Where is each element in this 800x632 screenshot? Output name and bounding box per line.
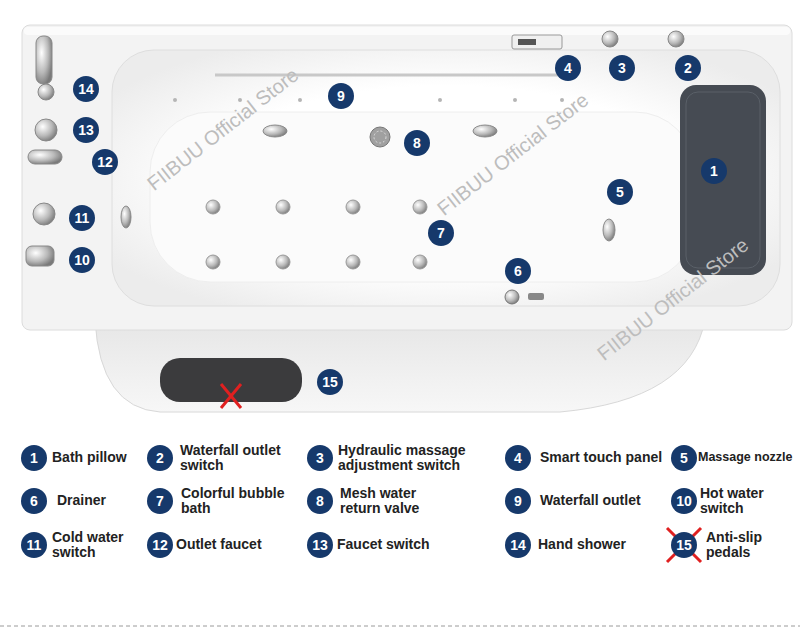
- part-name: Outlet faucet: [176, 537, 301, 552]
- callout-number: 12: [92, 149, 118, 175]
- legend-number: 6: [21, 488, 47, 514]
- callout-text: 4: [564, 61, 572, 75]
- callout-number: 14: [73, 76, 99, 102]
- callout-text: 1: [30, 451, 38, 465]
- callout-number: 1: [701, 158, 727, 184]
- callout-text: 6: [30, 494, 38, 508]
- legend-number: 12: [147, 532, 173, 558]
- part-name: Faucet switch: [337, 537, 462, 552]
- callout-text: 3: [618, 61, 626, 75]
- callout-text: 8: [316, 494, 324, 508]
- callout-number: 15: [317, 369, 343, 395]
- callout-text: 3: [316, 451, 324, 465]
- callout-text: 11: [75, 211, 90, 225]
- legend-number: 3: [307, 445, 333, 471]
- callout-number: 10: [69, 247, 95, 273]
- callout-number: 11: [69, 205, 95, 231]
- callout-text: 4: [514, 451, 522, 465]
- legend-number: 1: [21, 445, 47, 471]
- callout-text: 1: [710, 164, 718, 178]
- callout-text: 13: [78, 123, 94, 137]
- callout-text: 12: [97, 155, 113, 169]
- legend-number: 7: [147, 488, 173, 514]
- callout-number: 7: [428, 220, 454, 246]
- part-name: Waterfall outlet: [540, 493, 665, 508]
- callout-text: 12: [152, 538, 168, 552]
- callout-text: 11: [27, 538, 42, 552]
- callout-number: 5: [607, 179, 633, 205]
- legend-number: 11: [21, 532, 47, 558]
- part-name: Smart touch panel: [540, 450, 668, 465]
- legend-number: 8: [307, 488, 333, 514]
- part-name: Colorful bubble bath: [181, 486, 309, 517]
- part-name: Hand shower: [538, 537, 663, 552]
- callout-text: 10: [74, 253, 90, 267]
- callout-number: 13: [73, 117, 99, 143]
- callout-number: 9: [328, 83, 354, 109]
- callout-text: 13: [312, 538, 328, 552]
- callout-text: 10: [676, 494, 692, 508]
- part-name: Massage nozzle: [698, 451, 796, 465]
- legend-number: 4: [505, 445, 531, 471]
- callout-text: 2: [684, 61, 692, 75]
- legend-number: 15: [671, 532, 697, 558]
- part-name: Cold water switch: [52, 530, 148, 561]
- part-name: Hydraulic massage adjustment switch: [338, 443, 488, 474]
- callout-text: 2: [156, 451, 164, 465]
- callout-number: 2: [675, 55, 701, 81]
- part-name: Hot water switch: [700, 486, 792, 517]
- callout-text: 6: [514, 264, 522, 278]
- callout-text: 7: [156, 494, 164, 508]
- legend-number: 5: [671, 445, 697, 471]
- callout-text: 5: [680, 451, 688, 465]
- part-name: Mesh water return valve: [340, 486, 458, 517]
- callout-text: 9: [337, 89, 345, 103]
- part-name: Bath pillow: [52, 450, 152, 465]
- callout-text: 7: [437, 226, 445, 240]
- callout-text: 15: [322, 375, 338, 389]
- part-name: Waterfall outlet switch: [180, 443, 306, 474]
- callout-text: 5: [616, 185, 624, 199]
- callout-text: 15: [676, 538, 692, 552]
- callout-text: 9: [514, 494, 522, 508]
- callout-number: 3: [609, 55, 635, 81]
- legend-number: 13: [307, 532, 333, 558]
- legend-number: 9: [505, 488, 531, 514]
- callout-number: 4: [555, 55, 581, 81]
- callout-text: 8: [413, 136, 421, 150]
- legend-number: 2: [147, 445, 173, 471]
- part-name: Anti-slip pedals: [706, 530, 794, 561]
- callout-number: 6: [505, 258, 531, 284]
- callout-text: 14: [78, 82, 94, 96]
- callout-text: 14: [510, 538, 526, 552]
- part-name: Drainer: [57, 493, 147, 508]
- legend-number: 14: [505, 532, 531, 558]
- callout-number: 8: [404, 130, 430, 156]
- legend-number: 10: [671, 488, 697, 514]
